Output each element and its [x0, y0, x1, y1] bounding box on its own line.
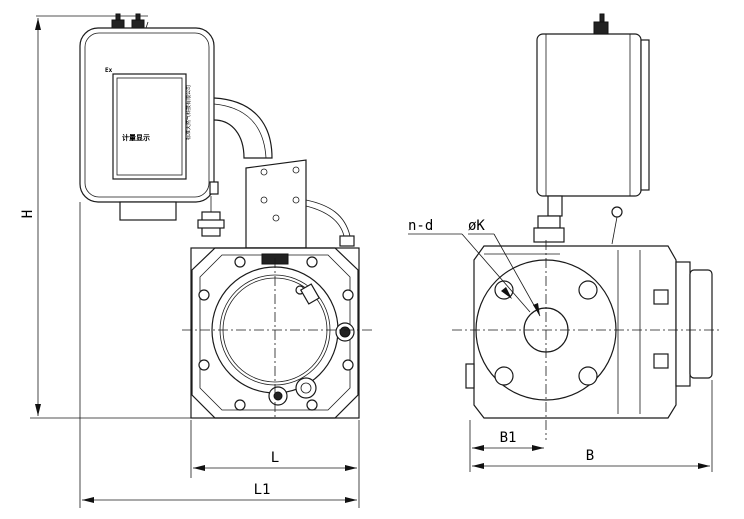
leader-phi-k: øK — [468, 218, 541, 317]
dim-label-h: H — [20, 210, 36, 218]
dim-label-l1: L1 — [254, 482, 271, 498]
logo-text: 标准天然气科技有限公司 — [185, 85, 192, 140]
dim-label-n-d: n-d — [408, 218, 433, 234]
conduit-pipe — [213, 97, 273, 159]
meter-body-side — [465, 245, 713, 419]
dimension-l: L — [190, 420, 360, 478]
flange-bolts — [198, 256, 354, 411]
sensor-connector — [197, 196, 225, 237]
mounting-bracket — [245, 159, 307, 249]
display-box: Ex 计量显示 标准天然气科技有限公司 — [79, 27, 215, 221]
leader-n-d: n-d — [408, 218, 531, 313]
dimension-l1: L1 — [79, 202, 360, 508]
front-view: Ex 计量显示 标准天然气科技有限公司 — [20, 13, 372, 508]
dim-label-l: L — [271, 450, 279, 466]
display-label: 计量显示 — [122, 133, 150, 142]
dimension-b1: B1 — [469, 420, 544, 472]
dim-label-b: B — [586, 448, 594, 464]
dim-label-phi-k: øK — [468, 218, 485, 234]
dim-label-b1: B1 — [500, 430, 517, 446]
ex-badge: Ex — [105, 67, 113, 74]
display-box-side — [536, 13, 650, 245]
dimension-h: H — [20, 15, 191, 419]
dimension-b: B — [472, 380, 713, 472]
side-view: n-d øK B1 B — [408, 13, 720, 472]
